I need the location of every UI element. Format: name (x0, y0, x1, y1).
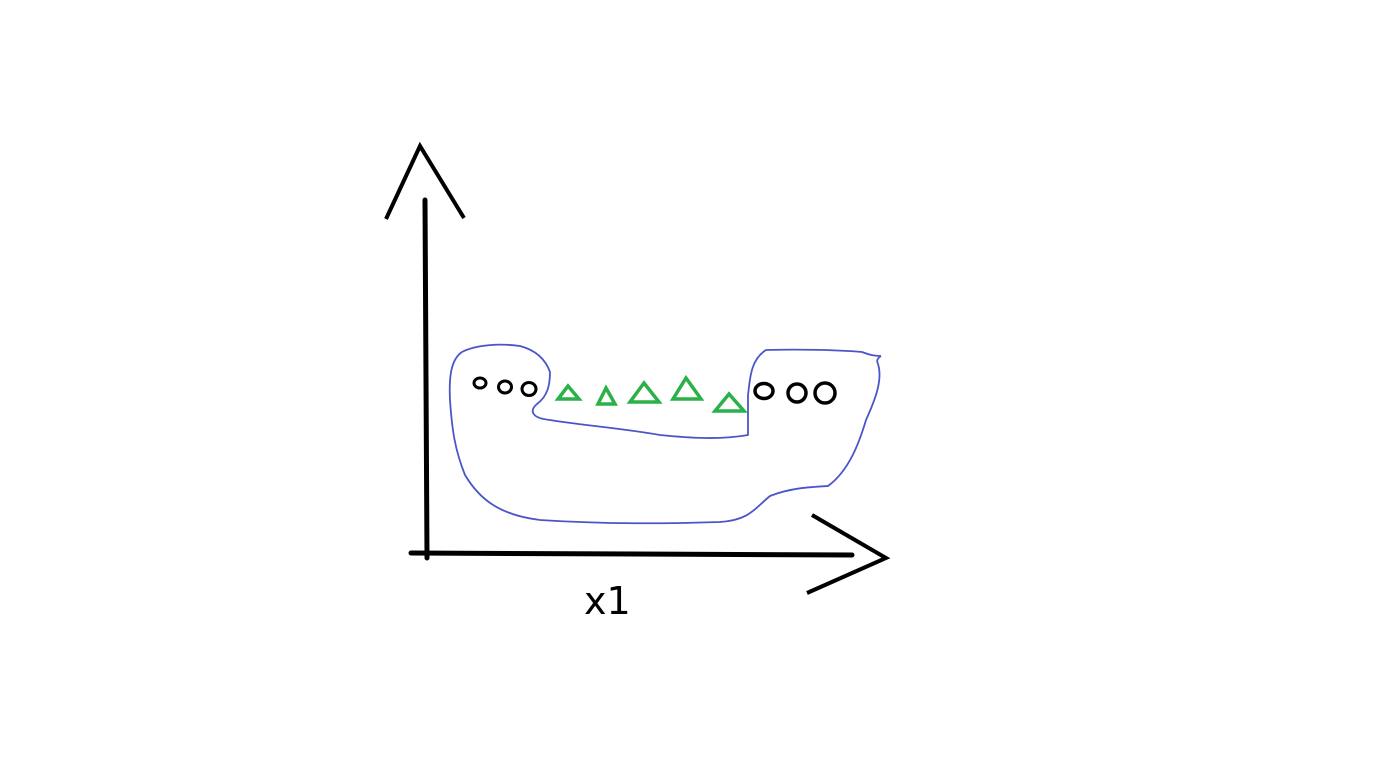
y-axis (384, 141, 466, 561)
triangle-marker-icon (554, 383, 583, 401)
circle-marker-icon (813, 381, 837, 405)
triangle-marker-icon (669, 374, 705, 401)
triangle-marker-icon (626, 380, 663, 404)
triangle-group (554, 374, 748, 413)
triangle-marker-icon (711, 391, 748, 413)
circle-marker-icon (786, 382, 808, 404)
x-axis-line (408, 550, 855, 558)
x-axis-arrowhead-icon (806, 513, 891, 595)
decision-boundary (448, 343, 882, 525)
circle-marker-icon (472, 376, 488, 390)
circle-group-left (472, 376, 538, 397)
triangle-marker-icon (595, 384, 618, 406)
x-axis-label: x1 (584, 579, 631, 623)
circle-marker-icon (753, 381, 775, 401)
circle-marker-icon (520, 381, 538, 397)
circle-marker-icon (497, 379, 513, 395)
x-axis: x1 (408, 513, 891, 623)
y-axis-line (422, 197, 430, 561)
circle-group-right (753, 381, 837, 405)
y-axis-arrowhead-icon (384, 141, 466, 220)
